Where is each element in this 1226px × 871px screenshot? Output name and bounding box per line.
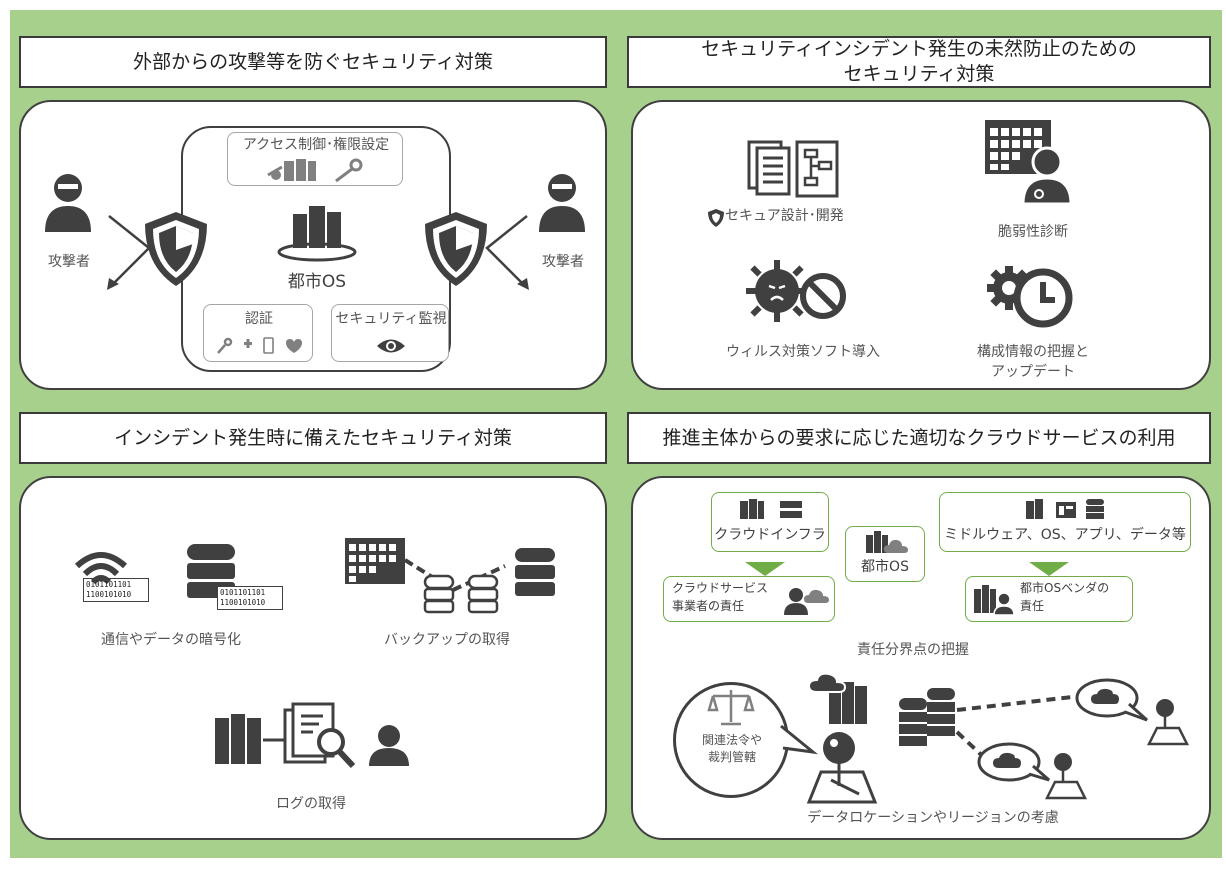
- monitoring-box: セキュリティ監視: [331, 304, 449, 362]
- vendor-resp-label: 都市OSベンダの 責任: [1020, 581, 1110, 613]
- city-os-center-label: 都市OS: [861, 559, 909, 575]
- location-pin-map-icon: [801, 728, 881, 804]
- auth-methods-icon: [216, 337, 302, 355]
- scales-icon: [707, 688, 755, 728]
- log-icon: [209, 700, 415, 776]
- auth-label: 認証: [245, 311, 273, 327]
- vulnerability-label: 脆弱性診断: [998, 224, 1068, 240]
- attacker-right-label: 攻撃者: [542, 254, 584, 270]
- q4-title: 推進主体からの要求に応じた適切なクラウドサービスの利用: [627, 412, 1211, 464]
- config-update-icon: [983, 264, 1077, 328]
- cloud-infra-icon: [740, 499, 804, 521]
- monitoring-label: セキュリティ監視: [335, 311, 447, 327]
- cloud-person-icon: [784, 585, 830, 615]
- attacker-right-icon: [537, 172, 587, 232]
- q2-title: セキュリティインシデント発生の未然防止のための セキュリティ対策: [627, 36, 1211, 88]
- q1-panel: 攻撃者 攻撃者 アクセス制御･権限設定 都市OS: [19, 100, 607, 390]
- green-arrow-right-icon: [1029, 562, 1069, 576]
- backup-label: バックアップの取得: [384, 632, 510, 648]
- shield-right-icon: [423, 210, 489, 288]
- shield-left-icon: [143, 210, 209, 288]
- cloud-resp-label: クラウドサービス 事業者の責任: [672, 581, 769, 613]
- diagram-canvas: 外部からの攻撃等を防ぐセキュリティ対策 攻撃者 攻撃者 アクセス制御･権限設定: [10, 10, 1222, 858]
- city-os-server-icon: [275, 202, 359, 262]
- backup-icon: [345, 534, 565, 618]
- eye-icon: [376, 337, 406, 355]
- data-location-chain-icon: [895, 674, 1195, 804]
- secure-design-icon: [745, 138, 841, 200]
- cloud-infra-label: クラウドインフラ: [714, 527, 826, 543]
- law-label: 関連法令や 裁判管轄: [701, 733, 762, 764]
- encryption-label: 通信やデータの暗号化: [101, 632, 241, 648]
- attacker-left-label: 攻撃者: [48, 254, 90, 270]
- auth-box: 認証: [203, 304, 313, 362]
- location-label: データロケーションやリージョンの考慮: [807, 810, 1059, 826]
- log-label: ログの取得: [276, 796, 346, 812]
- config-label: 構成情報の把握と アップデート: [977, 344, 1089, 380]
- datacenter-cloud-icon: [805, 672, 869, 726]
- access-control-label: アクセス制御･権限設定: [242, 137, 390, 153]
- cloud-infra-box: クラウドインフラ: [711, 492, 829, 552]
- bubble-tail-icon: [779, 724, 819, 755]
- antivirus-icon: [743, 258, 853, 324]
- q3-title: インシデント発生時に備えたセキュリティ対策: [19, 412, 607, 464]
- attacker-left-icon: [43, 172, 93, 232]
- middleware-box: ミドルウェア、OS、アプリ、データ等: [939, 492, 1191, 552]
- city-os-cloud-icon: [866, 531, 910, 555]
- q2-panel: セキュア設計･開発 脆弱性診断 ウィルス対策ソフト導入 構成情報の把握と アップ…: [631, 100, 1211, 390]
- boundary-label: 責任分界点の把握: [857, 642, 969, 658]
- access-control-icon: [266, 157, 366, 183]
- access-control-box: アクセス制御･権限設定: [227, 132, 403, 186]
- secure-shield-icon: [707, 208, 725, 228]
- deflect-arrow-right-icon: [481, 212, 531, 292]
- city-os-center-box: 都市OS: [845, 526, 925, 582]
- q4-panel: クラウドインフラ ミドルウェア、OS、アプリ、データ等 都市OS クラウドサービ…: [631, 476, 1211, 840]
- cloud-responsibility-box: クラウドサービス 事業者の責任: [663, 576, 835, 622]
- database-icon: [187, 542, 235, 600]
- vendor-responsibility-box: 都市OSベンダの 責任: [965, 576, 1133, 622]
- city-os-label: 都市OS: [287, 272, 347, 292]
- q1-title: 外部からの攻撃等を防ぐセキュリティ対策: [19, 36, 607, 88]
- vendor-person-icon: [974, 585, 1015, 616]
- vulnerability-scan-icon: [985, 120, 1077, 206]
- middleware-label: ミドルウェア、OS、アプリ、データ等: [944, 527, 1186, 543]
- green-arrow-left-icon: [745, 562, 785, 576]
- secure-design-label: セキュア設計･開発: [725, 208, 844, 224]
- middleware-icon: [1026, 499, 1106, 521]
- antivirus-label: ウィルス対策ソフト導入: [726, 344, 880, 360]
